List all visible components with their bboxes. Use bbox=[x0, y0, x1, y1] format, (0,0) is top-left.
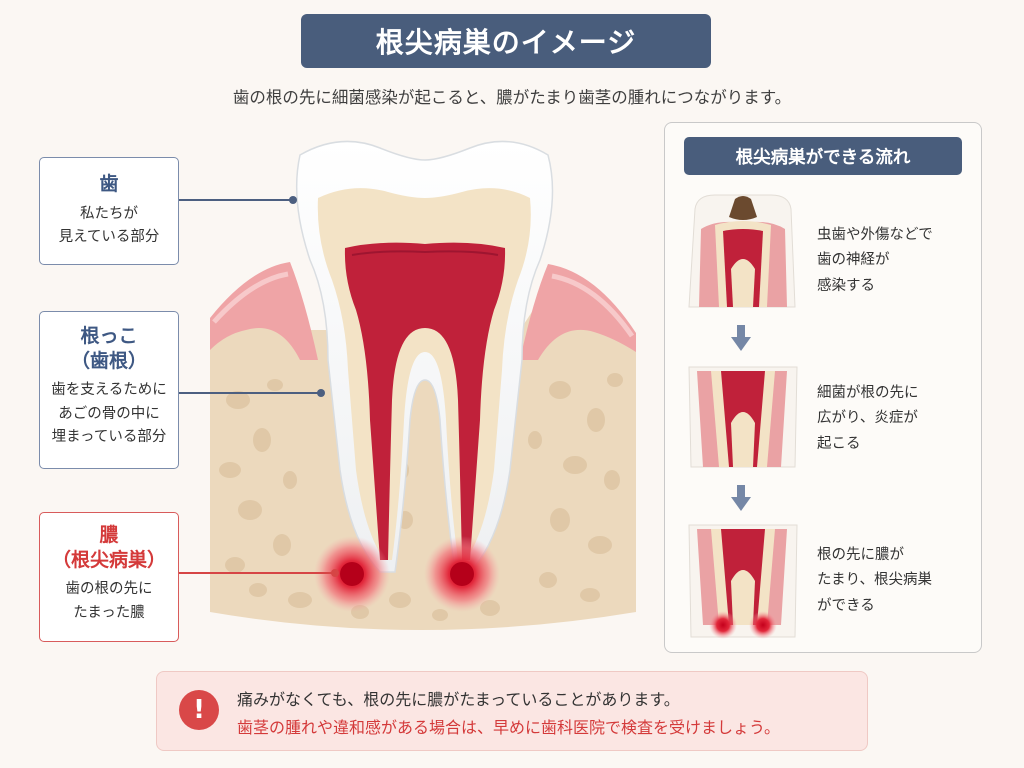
flow-step-3-text: 根の先に膿が たまり、根尖病巣 ができる bbox=[817, 543, 932, 619]
pus-label-title-2: （根尖病巣） bbox=[51, 548, 166, 571]
root-label-title-1: 根っこ bbox=[80, 325, 138, 347]
arrow-down-icon bbox=[731, 485, 751, 511]
page-title: 根尖病巣のイメージ bbox=[301, 14, 711, 68]
flow-step-2-text: 細菌が根の先に 広がり、炎症が 起こる bbox=[817, 381, 919, 457]
flow-step-2-image bbox=[688, 366, 798, 468]
flow-step-2-line-3: 起こる bbox=[817, 435, 861, 452]
flow-step-2-line-1: 細菌が根の先に bbox=[817, 385, 919, 401]
flow-step-1-line-2: 歯の神経が bbox=[817, 252, 890, 269]
pulp-nerve bbox=[344, 242, 506, 560]
root-label-desc-2: あごの骨の中に bbox=[58, 405, 160, 422]
flow-panel: 根尖病巣ができる流れ 虫歯や外傷などで 歯の神経が 感染する 細菌が根の先に 広… bbox=[664, 122, 982, 653]
pus-label-desc-2: たまった膿 bbox=[73, 604, 145, 621]
exclamation-icon: ! bbox=[179, 690, 219, 730]
tooth-label-desc-1: 私たちが bbox=[80, 205, 138, 222]
flow-step-3-line-2: たまり、根尖病巣 bbox=[817, 572, 932, 589]
alert-line-2: 歯茎の腫れや違和感がある場合は、早めに歯科医院で検査を受けましょう。 bbox=[237, 718, 781, 737]
tooth-label-title: 歯 bbox=[99, 173, 119, 195]
flow-step-1-text: 虫歯や外傷などで 歯の神経が 感染する bbox=[817, 223, 933, 299]
root-label-desc-1: 歯を支えるために bbox=[51, 382, 167, 399]
page-subtitle: 歯の根の先に細菌感染が起こると、膿がたまり歯茎の腫れにつながります。 bbox=[232, 88, 792, 107]
root-label-box: 根っこ （歯根） 歯を支えるために あごの骨の中に 埋まっている部分 bbox=[39, 311, 179, 469]
pus-label-title-1: 膿 bbox=[99, 524, 119, 546]
flow-header: 根尖病巣ができる流れ bbox=[684, 137, 962, 175]
flow-step-1-image bbox=[688, 194, 796, 308]
flow-step-3-image bbox=[688, 524, 798, 639]
pus-label-box: 膿 （根尖病巣） 歯の根の先に たまった膿 bbox=[39, 512, 179, 642]
warning-alert: ! 痛みがなくても、根の先に膿がたまっていることがあります。 歯茎の腫れや違和感… bbox=[156, 671, 868, 751]
arrow-down-icon bbox=[731, 325, 751, 351]
tooth-label-desc-2: 見えている部分 bbox=[58, 228, 160, 245]
pus-label-desc-1: 歯の根の先に bbox=[65, 581, 153, 598]
flow-step-2-line-2: 広がり、炎症が bbox=[817, 410, 918, 427]
flow-step-1-line-1: 虫歯や外傷などで bbox=[817, 227, 933, 243]
flow-step-1-line-3: 感染する bbox=[817, 277, 875, 294]
gum-left bbox=[210, 262, 318, 360]
flow-step-3-line-3: ができる bbox=[817, 597, 875, 614]
alert-line-1: 痛みがなくても、根の先に膿がたまっていることがあります。 bbox=[237, 690, 680, 709]
jaw-bone bbox=[210, 292, 636, 630]
root-label-title-2: （歯根） bbox=[70, 349, 147, 372]
tooth-label-box: 歯 私たちが 見えている部分 bbox=[39, 157, 179, 265]
flow-step-3-line-1: 根の先に膿が bbox=[817, 547, 904, 563]
gum-right bbox=[520, 264, 636, 360]
root-label-desc-3: 埋まっている部分 bbox=[51, 428, 167, 445]
